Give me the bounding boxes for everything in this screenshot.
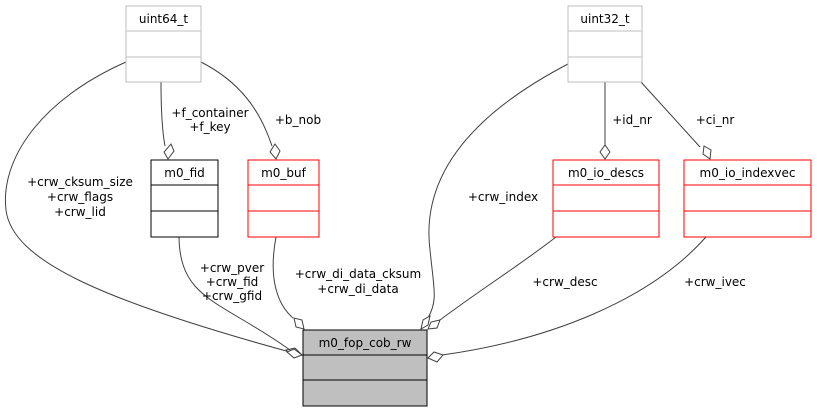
class-node-uint32-t[interactable]: uint32_t	[567, 5, 643, 83]
edge-m0-io-indexvec-to-fop-cob-rw	[427, 236, 707, 363]
edge-m0-fid-to-fop-cob-rw	[178, 236, 304, 359]
class-name: m0_fop_cob_rw	[319, 336, 412, 350]
edge-label: +crw_flags	[47, 190, 113, 204]
edge-label: +crw_index	[468, 190, 538, 204]
class-name: m0_io_indexvec	[700, 166, 796, 180]
edge-label: +crw_fid	[206, 275, 259, 289]
class-name: uint32_t	[580, 12, 630, 26]
class-name: m0_fid	[164, 166, 205, 180]
edge-uint64-to-m0-buf	[200, 61, 281, 160]
class-node-uint64-t[interactable]: uint64_t	[125, 5, 202, 83]
edge-uint32-to-m0-io-indexvec	[640, 81, 712, 160]
edge-label: +crw_di_data_cksum	[295, 267, 421, 281]
aggregation-diamond	[427, 319, 441, 330]
edge-label: +crw_pver	[200, 261, 265, 275]
aggregation-diamond	[293, 317, 305, 330]
edge-label: +crw_cksum_size	[27, 175, 133, 189]
class-node-m0-fop-cob-rw[interactable]: m0_fop_cob_rw	[302, 329, 428, 407]
edge-m0-io-descs-to-fop-cob-rw	[427, 236, 557, 330]
aggregation-diamond	[702, 145, 712, 160]
aggregation-diamond	[420, 315, 431, 330]
edge-label: +crw_gfid	[202, 289, 262, 303]
class-node-m0-io-descs[interactable]: m0_io_descs	[552, 159, 660, 238]
aggregation-diamond	[269, 143, 281, 160]
class-name: m0_buf	[261, 166, 307, 180]
edge-label: +ci_nr	[696, 113, 735, 127]
class-name: uint64_t	[139, 12, 189, 26]
edge-m0-buf-to-fop-cob-rw	[272, 236, 305, 330]
aggregation-diamond	[286, 348, 304, 359]
aggregation-diamond	[599, 144, 611, 160]
edge-label: +id_nr	[612, 113, 652, 127]
class-name: m0_io_descs	[568, 166, 644, 180]
edge-label: +crw_desc	[532, 275, 597, 289]
class-node-m0-io-indexvec[interactable]: m0_io_indexvec	[683, 159, 812, 238]
edge-uint32-to-m0-io-descs	[599, 82, 611, 160]
edge-label: +f_key	[189, 120, 230, 134]
class-node-m0-fid[interactable]: m0_fid	[150, 159, 219, 238]
aggregation-diamond	[163, 143, 175, 160]
edge-uint32-to-fop-cob-rw	[420, 63, 569, 330]
edge-label: +b_nob	[275, 113, 321, 127]
edge-label: +crw_lid	[54, 205, 106, 219]
edge-uint64-to-m0-fid	[160, 81, 175, 160]
aggregation-diamond	[427, 351, 444, 363]
edge-label: +f_container	[171, 106, 248, 120]
class-node-m0-buf[interactable]: m0_buf	[247, 159, 320, 238]
edge-label: +crw_ivec	[684, 275, 746, 289]
edge-label: +crw_di_data	[317, 282, 398, 296]
